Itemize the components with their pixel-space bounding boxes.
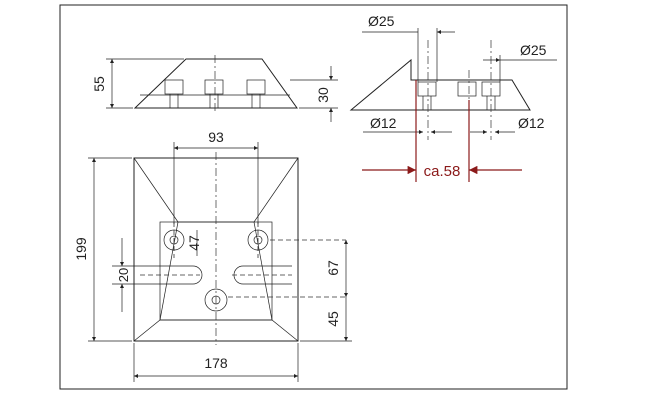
dim-upper-offset: 47: [186, 235, 202, 251]
dim-left-bore-dia: Ø12: [370, 115, 397, 131]
dim-top-hole-dia: Ø25: [368, 13, 395, 29]
dim-overall-width: 178: [204, 355, 228, 371]
drawing-frame: [59, 4, 568, 390]
dim-top-width: 93: [208, 129, 224, 145]
dim-right-hole-dia: Ø25: [520, 42, 547, 58]
dim-slot-width: 20: [116, 268, 131, 282]
section-view: [349, 28, 557, 182]
side-view: [106, 55, 338, 122]
plan-view: [88, 142, 352, 382]
dim-center-to-bottom: 45: [325, 311, 341, 327]
dim-upper-to-center: 67: [325, 260, 341, 276]
dim-right-bore-dia: Ø12: [518, 115, 545, 131]
dim-base-height: 30: [315, 87, 331, 103]
dim-hole-spacing: ca.58: [424, 163, 461, 180]
dim-overall-length: 199: [73, 237, 89, 261]
dim-overall-height: 55: [91, 76, 107, 92]
